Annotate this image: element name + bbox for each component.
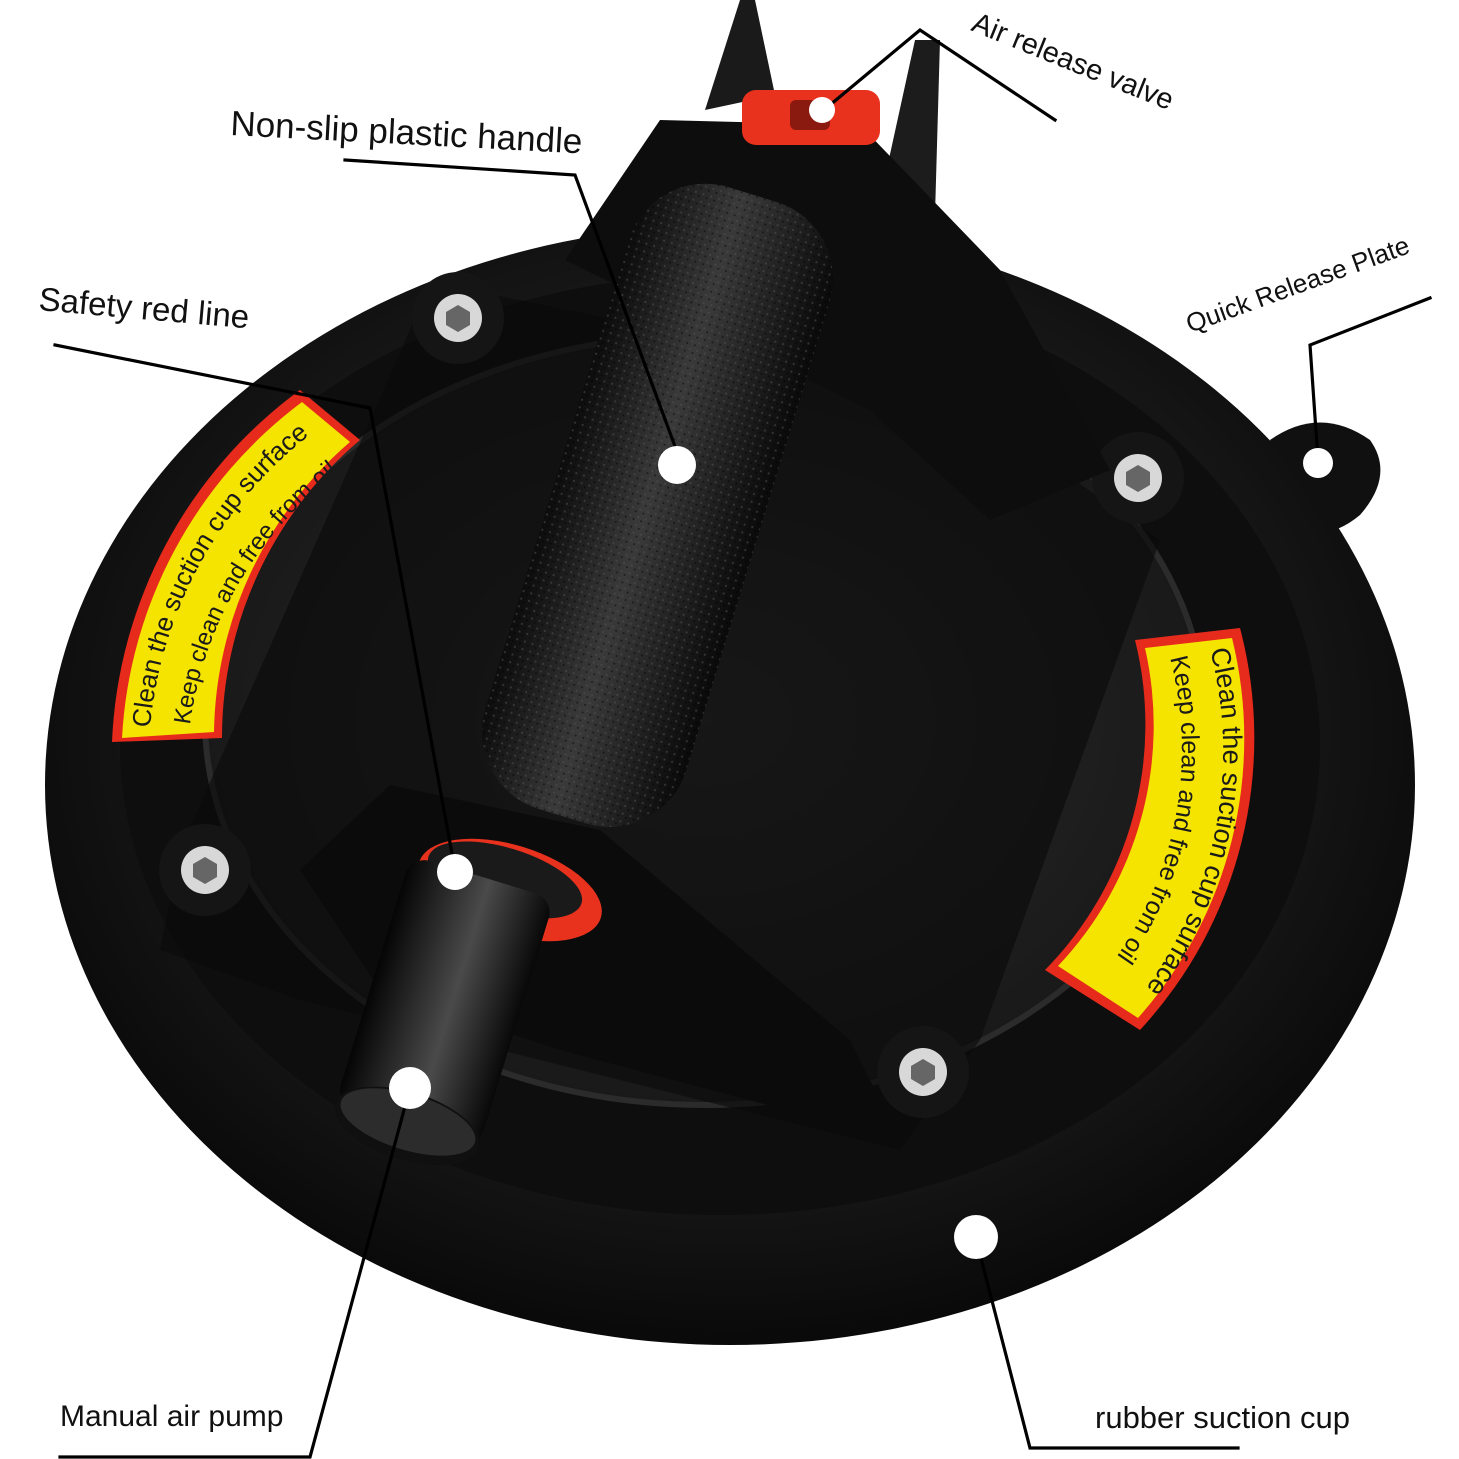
label-manual-air-pump: Manual air pump (60, 1400, 283, 1433)
label-safety-red-line: Safety red line (37, 280, 250, 335)
marker-air-release-valve (809, 97, 835, 123)
marker-dots (389, 97, 1333, 1259)
handle-grip (481, 183, 834, 827)
leader-lines (53, 28, 1433, 1459)
marker-handle (658, 446, 696, 484)
screw-top-left (412, 272, 504, 364)
label-rubber-suction-cup: rubber suction cup (1095, 1400, 1350, 1435)
leader-quick-release (1308, 295, 1433, 462)
air-pump-cylinder (334, 860, 550, 1165)
marker-air-pump (389, 1067, 431, 1109)
label-air-release-valve: Air release valve (967, 7, 1178, 117)
leader-safety-line (53, 343, 457, 872)
label-quick-release-plate: Quick Release Plate (1182, 230, 1414, 339)
label-non-slip-handle: Non-slip plastic handle (230, 104, 584, 161)
leader-rubber-cup (973, 1233, 1240, 1450)
marker-rubber-cup (954, 1215, 998, 1259)
leader-handle (343, 158, 683, 463)
screw-bottom-right (877, 1026, 969, 1118)
marker-quick-release (1303, 448, 1333, 478)
screw-right (1092, 432, 1184, 524)
marker-safety-line (437, 854, 473, 890)
leader-air-pump (58, 1086, 412, 1459)
screw-bottom-left (159, 824, 251, 916)
leader-air-release-valve (827, 28, 1058, 123)
